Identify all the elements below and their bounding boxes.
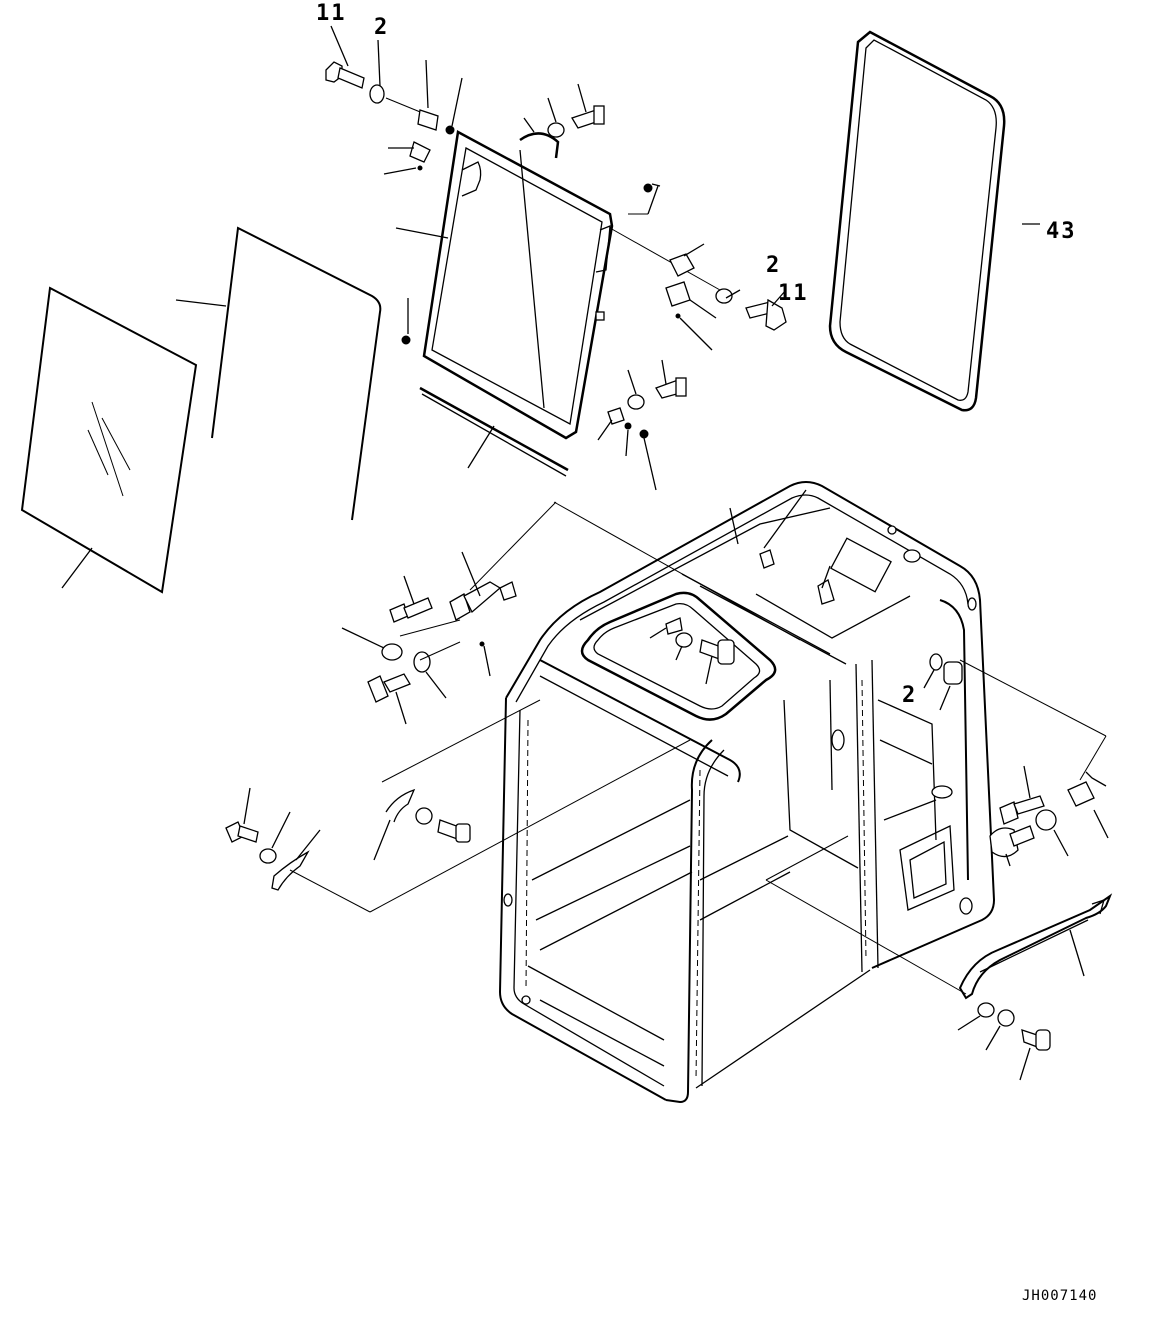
washer-right (715, 288, 733, 304)
latch-bracket-top (383, 59, 463, 175)
door-seal (828, 30, 1040, 412)
callout-43: 43 (1046, 219, 1077, 244)
callout-2-right: 2 (766, 253, 781, 278)
window-glass (20, 286, 198, 594)
callout-2-mid: 2 (902, 683, 917, 708)
cab-frame (498, 481, 996, 1104)
drawing-id: JH007140 (1022, 1288, 1097, 1304)
glass-seal-strip (175, 226, 382, 521)
door-handle-top (519, 117, 560, 159)
washer-handle (547, 122, 565, 138)
fasteners-right-lower (923, 653, 1109, 867)
leader-line (547, 97, 557, 123)
window-bottom-rail (419, 386, 569, 477)
roof-fasteners (553, 489, 835, 685)
callout-2-top: 2 (374, 15, 389, 40)
callout-11-top: 11 (316, 1, 347, 26)
right-step (765, 835, 1113, 1081)
bolt-11-top (325, 25, 365, 89)
fasteners-left-lower (225, 699, 691, 913)
leader-2-top (377, 39, 381, 87)
window-frame (395, 130, 614, 440)
leader-line (725, 289, 741, 299)
bolt-handle (571, 83, 605, 129)
fasteners-left-upper (341, 501, 557, 725)
latch-right (609, 183, 721, 351)
bolt-11-right (745, 289, 787, 331)
fasteners-window-lower (401, 298, 687, 491)
washer-top (369, 84, 385, 104)
